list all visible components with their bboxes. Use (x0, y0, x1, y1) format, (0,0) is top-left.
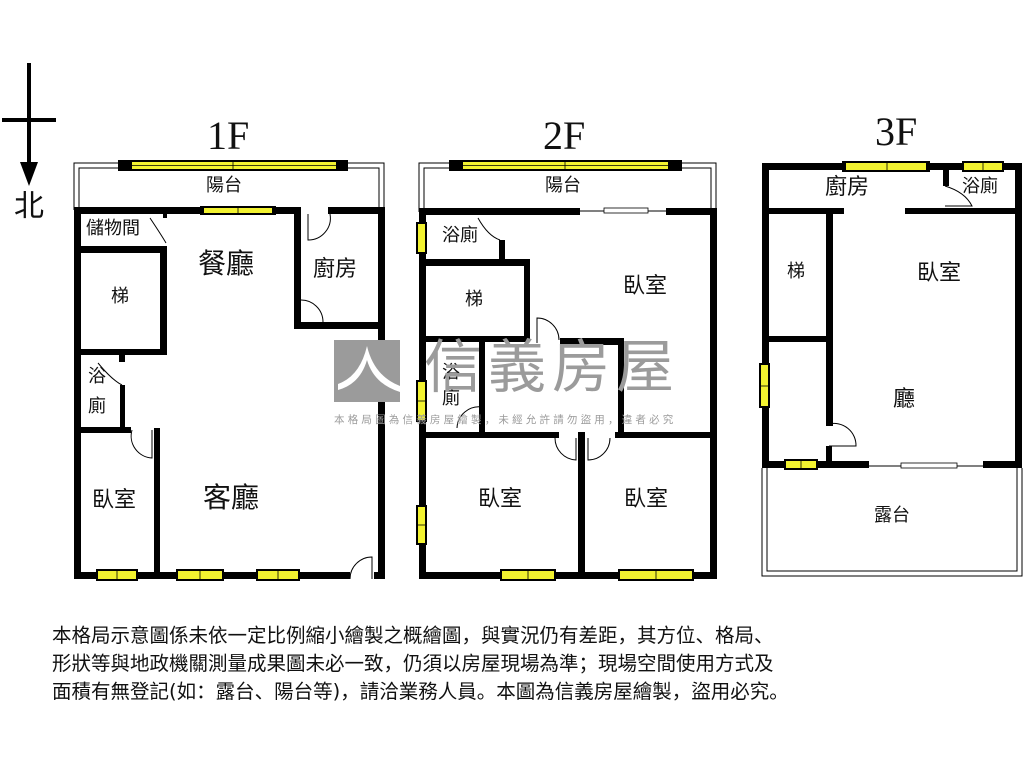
north-label: 北 (14, 189, 44, 224)
room-label-3f-stairs: 梯 (787, 261, 805, 282)
room-label-1f-balcony: 陽台 (206, 175, 242, 196)
room-label-2f-balcony: 陽台 (545, 175, 581, 196)
north-arrow-icon (2, 63, 56, 186)
room-label-2f-bedroom-main: 臥室 (623, 274, 668, 299)
room-label-3f-kitchen: 廚房 (825, 175, 870, 200)
room-label-1f-bath-bottom: 廁 (88, 396, 106, 417)
room-label-2f-stairs: 梯 (465, 289, 483, 310)
room-label-3f-bedroom: 臥室 (917, 261, 962, 286)
room-label-3f-bathroom: 浴廁 (962, 176, 998, 197)
disclaimer-line: 面積有無登記(如：露台、陽台等)，請洽業務人員。本圖為信義房屋繪製，盜用必究。 (52, 680, 789, 703)
brand-watermark-notice: 本格局圖為信義房屋繪製，未經允許請勿盜用，違者必究 (334, 414, 677, 426)
north-compass (0, 60, 60, 230)
room-label-2f-bedroom-left: 臥室 (478, 487, 523, 512)
brand-watermark-text: 信義房屋 (424, 333, 681, 401)
room-label-2f-bath-mid-bottom: 廁 (442, 388, 460, 409)
room-label-1f-bath-top: 浴 (88, 366, 106, 387)
floor-title-3f: 3F (875, 109, 918, 154)
room-label-2f-bedroom-right: 臥室 (624, 487, 669, 512)
brand-watermark: 信義房屋 本格局圖為信義房屋繪製，未經允許請勿盜用，違者必究 (334, 338, 694, 428)
room-label-2f-bathroom-top: 浴廁 (442, 225, 478, 246)
room-label-1f-living: 客廳 (203, 481, 260, 514)
disclaimer-line: 本格局示意圖係未依一定比例縮小繪製之概繪圖，與實況仍有差距，其方位、格局、 (52, 624, 774, 647)
room-label-1f-bedroom: 臥室 (92, 488, 137, 513)
floor-3f-walls (759, 161, 1023, 577)
room-label-1f-kitchen: 廚房 (313, 257, 358, 282)
room-label-2f-bath-mid-top: 浴 (442, 362, 460, 383)
floor-title-2f: 2F (543, 113, 586, 158)
room-label-1f-dining: 餐廳 (198, 247, 255, 280)
room-label-3f-hall: 廳 (893, 387, 916, 412)
room-label-1f-stairs: 梯 (111, 286, 129, 307)
room-label-1f-storage: 儲物間 (86, 218, 140, 239)
disclaimer-text: 本格局示意圖係未依一定比例縮小繪製之概繪圖，與實況仍有差距，其方位、格局、 形狀… (52, 622, 982, 706)
disclaimer-line: 形狀等與地政機關測量成果圖未必一致，仍須以房屋現場為準；現場空間使用方式及 (52, 652, 774, 675)
room-label-3f-terrace: 露台 (874, 505, 910, 526)
brand-logo-icon (334, 340, 400, 402)
floor-title-1f: 1F (207, 113, 250, 158)
floor-2f-walls (416, 160, 717, 581)
